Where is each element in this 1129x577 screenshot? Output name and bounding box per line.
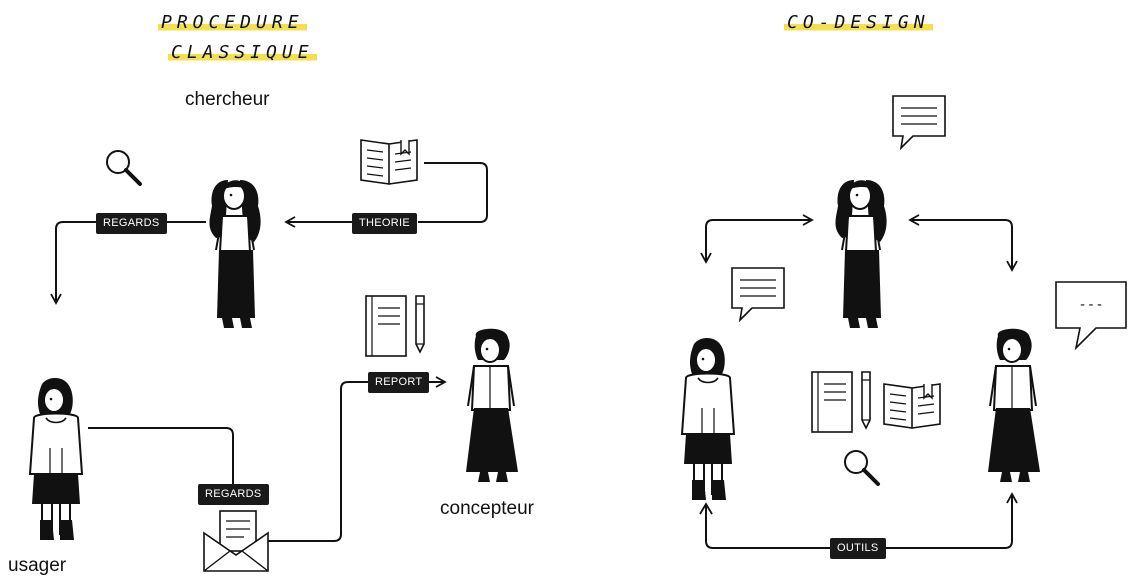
- title-text: CO-DESIGN: [784, 12, 933, 33]
- title-procedure-classique-line1: PROCEDURE: [158, 12, 307, 33]
- title-text: PROCEDURE: [158, 12, 307, 33]
- user-figure: [681, 337, 735, 501]
- magnifier-icon: [105, 149, 142, 186]
- speech-bubble-icon: [731, 267, 785, 321]
- label-designer: concepteur: [440, 498, 535, 519]
- researcher-figure: [834, 179, 888, 329]
- notebook-pencil-icon: [811, 371, 871, 433]
- user-to-regards-connector: [88, 427, 234, 484]
- title-co-design: CO-DESIGN: [784, 12, 933, 33]
- researcher-to-left-arrow: [700, 219, 812, 264]
- empty-speech-bubble-icon: ---: [1055, 281, 1127, 351]
- title-text: CLASSIQUE: [168, 42, 317, 63]
- open-book-icon: [360, 139, 418, 185]
- regards-to-user-arrow: [50, 221, 96, 305]
- bubble-dashes: ---: [1078, 297, 1103, 313]
- label-user: usager: [8, 555, 67, 576]
- researcher-figure: [208, 179, 262, 329]
- envelope-icon: [203, 510, 269, 572]
- tag-regards-bottom: REGARDS: [198, 484, 269, 505]
- tag-regards-top: REGARDS: [96, 213, 167, 234]
- outils-left-arrowhead: [699, 502, 713, 515]
- tag-report: REPORT: [368, 372, 430, 393]
- label-researcher: chercheur: [185, 89, 270, 110]
- tag-outils: OUTILS: [830, 538, 886, 559]
- researcher-to-right-arrow: [910, 219, 1018, 272]
- outils-loop-connector: [705, 494, 1012, 549]
- notebook-pencil-icon: [365, 295, 425, 357]
- designer-figure: [465, 327, 519, 483]
- envelope-to-report-arrow: [268, 382, 445, 542]
- title-procedure-classique-line2: CLASSIQUE: [168, 42, 317, 63]
- book-to-theorie-connector: [418, 162, 488, 223]
- magnifier-icon: [843, 449, 880, 486]
- speech-bubble-icon: [892, 95, 946, 149]
- user-figure: [29, 377, 83, 541]
- open-book-icon: [883, 383, 941, 429]
- tag-theorie: THEORIE: [352, 213, 417, 234]
- designer-figure: [987, 327, 1041, 483]
